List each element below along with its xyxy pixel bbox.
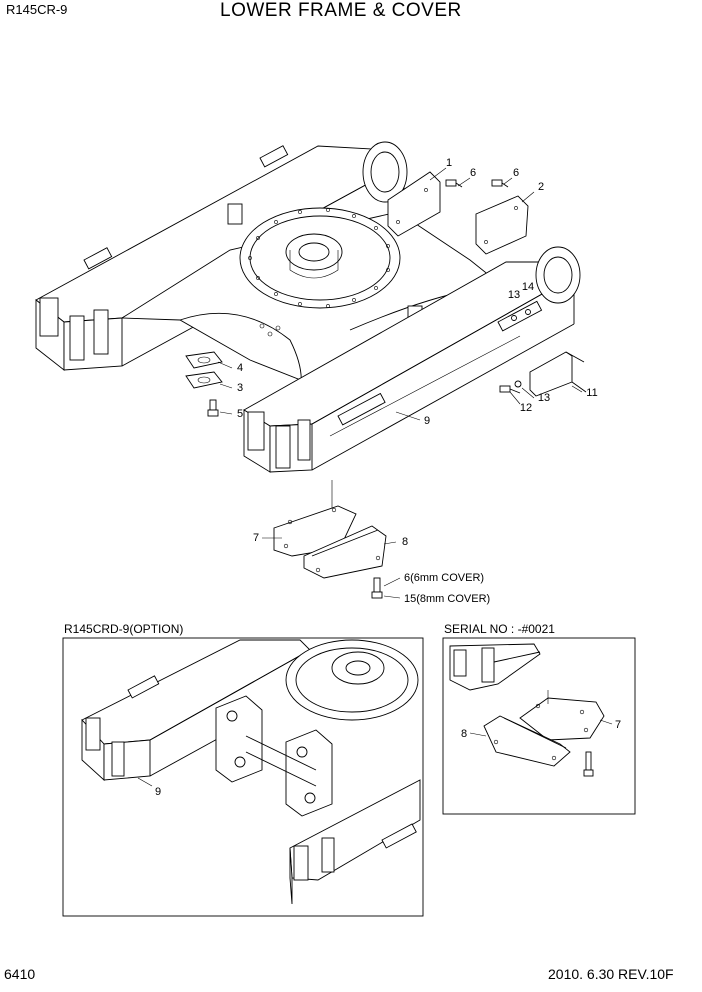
bolt-6a — [445, 179, 463, 188]
callout-1: 1 — [446, 157, 452, 169]
bolt-5 — [207, 399, 219, 417]
callout-bolt-15: 15(8mm COVER) — [404, 593, 490, 605]
bracket-11 — [529, 351, 587, 397]
callout-2: 2 — [538, 181, 544, 193]
model-number: R145CR-9 — [6, 2, 68, 17]
leader-lines — [217, 167, 583, 599]
serial-view-drawing — [449, 643, 605, 777]
cover-2 — [475, 195, 529, 255]
washer-13-top — [511, 315, 517, 321]
cover-1 — [387, 171, 441, 237]
callout-11: 11 — [586, 387, 597, 399]
option-view-drawing — [81, 639, 421, 905]
callout-12: 12 — [520, 402, 532, 414]
option-leader-9 — [137, 777, 153, 787]
serial-callout-8: 8 — [461, 728, 467, 740]
callout-4: 4 — [237, 362, 243, 374]
page-number: 6410 — [4, 966, 36, 982]
callout-14: 14 — [522, 281, 534, 293]
bolt-6b — [491, 179, 509, 188]
plate-4 — [185, 351, 223, 369]
callout-6a: 6 — [470, 167, 476, 179]
callout-3: 3 — [237, 382, 243, 394]
ring-bolt-holes — [248, 208, 390, 308]
serial-callout-7: 7 — [615, 719, 621, 731]
callout-8: 8 — [402, 536, 408, 548]
serial-view-caption: SERIAL NO : -#0021 — [444, 622, 555, 636]
bolt-12 — [499, 385, 521, 394]
callout-7: 7 — [253, 532, 259, 544]
nut-14 — [525, 309, 531, 315]
washer-13 — [514, 380, 522, 388]
bolt-6-15 — [371, 577, 383, 599]
callout-5: 5 — [237, 408, 243, 420]
callout-9: 9 — [424, 415, 430, 427]
callout-13b: 13 — [538, 392, 550, 404]
option-view-frame — [62, 637, 424, 917]
lower-frame-drawing — [35, 141, 581, 473]
serial-view-frame — [442, 637, 636, 815]
serial-leader-7 — [599, 719, 613, 725]
option-callout-9: 9 — [155, 786, 161, 798]
page-title: LOWER FRAME & COVER — [220, 0, 462, 21]
revision-date: 2010. 6.30 REV.10F — [548, 966, 674, 982]
plate-3 — [185, 371, 223, 389]
serial-leader-8 — [469, 732, 487, 737]
callout-6b: 6 — [513, 167, 519, 179]
callout-13a: 13 — [508, 289, 520, 301]
option-view-caption: R145CRD-9(OPTION) — [64, 622, 184, 636]
callout-bolt-6: 6(6mm COVER) — [404, 572, 484, 584]
cover-8 — [303, 525, 387, 579]
